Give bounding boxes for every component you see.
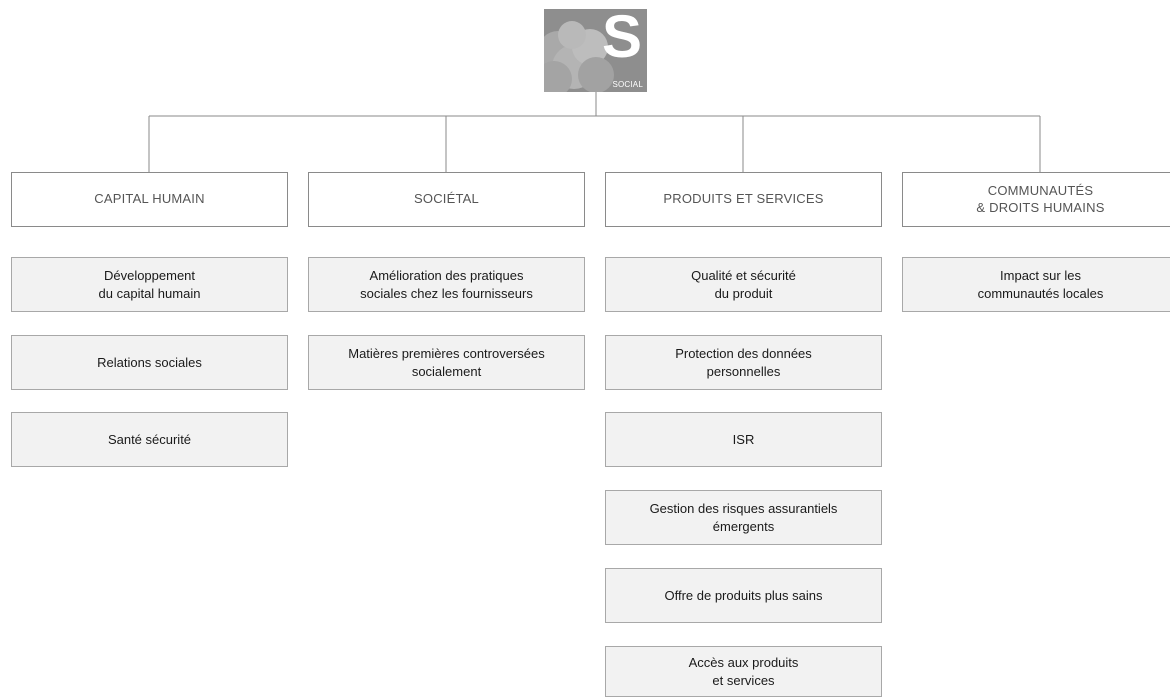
- item-acces-produits-services: Accès aux produits et services: [605, 646, 882, 697]
- category-societal: SOCIÉTAL: [308, 172, 585, 227]
- logo-word: SOCIAL: [612, 80, 643, 89]
- item-qualite-securite-produit: Qualité et sécurité du produit: [605, 257, 882, 312]
- item-developpement-capital-humain: Développement du capital humain: [11, 257, 288, 312]
- people-circles-icon: [544, 21, 614, 92]
- category-produits-et-services: PRODUITS ET SERVICES: [605, 172, 882, 227]
- social-logo: S SOCIAL: [544, 9, 647, 92]
- item-isr: ISR: [605, 412, 882, 467]
- item-amelioration-pratiques-fournisseurs: Amélioration des pratiques sociales chez…: [308, 257, 585, 312]
- item-gestion-risques-assurantiels: Gestion des risques assurantiels émergen…: [605, 490, 882, 545]
- item-impact-communautes-locales: Impact sur les communautés locales: [902, 257, 1170, 312]
- category-capital-humain: CAPITAL HUMAIN: [11, 172, 288, 227]
- item-offre-produits-plus-sains: Offre de produits plus sains: [605, 568, 882, 623]
- item-protection-donnees-personnelles: Protection des données personnelles: [605, 335, 882, 390]
- item-sante-securite: Santé sécurité: [11, 412, 288, 467]
- logo-letter: S: [602, 9, 643, 70]
- category-communautes-droits-humains: COMMUNAUTÉS & DROITS HUMAINS: [902, 172, 1170, 227]
- item-relations-sociales: Relations sociales: [11, 335, 288, 390]
- item-matieres-premieres-controversees: Matières premières controversées sociale…: [308, 335, 585, 390]
